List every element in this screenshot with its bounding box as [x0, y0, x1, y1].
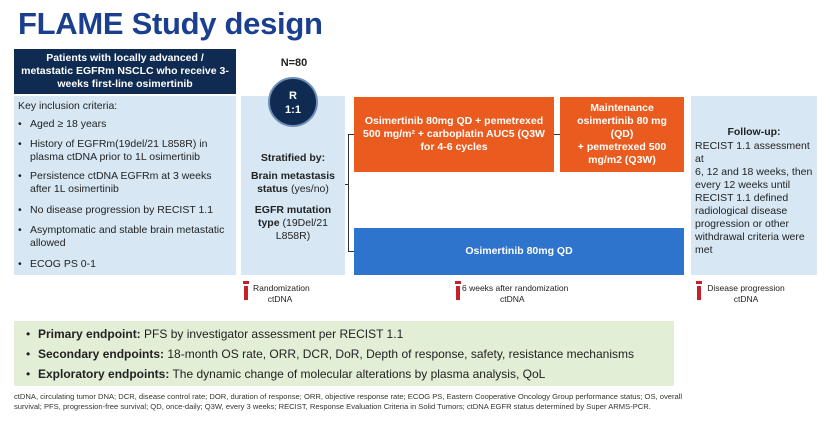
branch-vertical	[348, 134, 349, 252]
marker-progression: Disease progression ctDNA	[706, 283, 786, 305]
bullet: •	[18, 138, 22, 150]
followup-box: Follow-up: RECIST 1.1 assessment at 6, 1…	[691, 96, 817, 275]
criterion-item: • Aged ≥ 18 years	[18, 118, 106, 131]
strat-egfr-rest: (19Del/21	[279, 217, 329, 229]
followup-line: withdrawal criteria were met	[695, 231, 805, 256]
criterion-text: after 1L osimertinib	[30, 183, 119, 195]
bullet: •	[18, 118, 22, 130]
followup-line: 6, 12 and 18 weeks, then	[695, 166, 813, 178]
endpoint-text: The dynamic change of molecular alterati…	[169, 367, 546, 381]
endpoint-item: • Exploratory endpoints: The dynamic cha…	[26, 366, 545, 382]
criterion-text: ECOG PS 0-1	[30, 258, 96, 270]
criterion-item: • Asymptomatic and stable brain metastat…	[18, 224, 224, 250]
branch-stem	[345, 184, 349, 185]
followup-line: RECIST 1.1 assessment at	[695, 140, 810, 165]
endpoint-label: Secondary endpoints:	[38, 347, 165, 361]
marker-bottom: ctDNA	[733, 294, 759, 304]
criterion-text: plasma ctDNA prior to 1L osimertinib	[30, 151, 201, 163]
endpoint-item: • Secondary endpoints: 18-month OS rate,…	[26, 346, 634, 362]
patients-header: Patients with locally advanced / metasta…	[14, 49, 236, 94]
endpoint-text: PFS by investigator assessment per RECIS…	[140, 327, 404, 341]
bullet: •	[26, 347, 31, 361]
branch-bottom	[348, 251, 354, 252]
strat-brain-bold: Brain metastasis	[250, 170, 336, 182]
followup-line: progression or other	[695, 218, 789, 230]
criterion-item: • Persistence ctDNA EGFRm at 3 weeks aft…	[18, 170, 211, 196]
maintenance-line: Maintenance	[590, 102, 654, 114]
endpoint-label: Exploratory endpoints:	[38, 367, 170, 381]
bullet: •	[18, 224, 22, 236]
randomization-circle: R 1:1	[268, 77, 318, 127]
randomization-ratio: 1:1	[285, 104, 301, 116]
endpoints-box: • Primary endpoint: PFS by investigator …	[14, 321, 674, 386]
marker-randomization: Randomization ctDNA	[253, 283, 310, 305]
marker-bottom: ctDNA	[267, 294, 293, 304]
criterion-item: • History of EGFRm(19del/21 L858R) in pl…	[18, 138, 207, 164]
sample-size-label: N=80	[280, 57, 308, 69]
endpoint-label: Primary endpoint:	[38, 327, 141, 341]
bullet: •	[18, 170, 22, 182]
ctdna-marker-icon	[455, 281, 461, 300]
bullet: •	[26, 367, 31, 381]
combo-line: 500 mg/m² + carboplatin AUC5 (Q3W	[363, 128, 545, 140]
criterion-text: Asymptomatic and stable brain metastatic	[30, 224, 225, 236]
abbreviations-footnote: ctDNA, circulating tumor DNA; DCR, disea…	[14, 392, 814, 412]
marker-top: Disease progression	[707, 283, 785, 293]
maintenance-line: mg/m2 (Q3W)	[588, 154, 656, 166]
inclusion-heading: Key inclusion criteria:	[18, 100, 118, 112]
strat-egfr-bold: EGFR mutation	[254, 204, 332, 216]
strat-heading: Stratified by:	[260, 152, 326, 164]
footnote-line: survival; PFS, progression-free survival…	[14, 402, 651, 411]
combo-line: Osimertinib 80mg QD + pemetrexed	[364, 115, 544, 127]
patients-line: metastatic EGFRm NSCLC who receive 3-	[21, 65, 229, 77]
maintenance-line: + pemetrexed 500	[577, 141, 667, 153]
combo-line: for 4-6 cycles	[420, 141, 488, 153]
strat-egfr: EGFR mutation type (19Del/21 L858R)	[243, 204, 343, 243]
patients-line: Patients with locally advanced /	[46, 52, 204, 64]
ctdna-marker-icon	[696, 281, 702, 300]
endpoint-item: • Primary endpoint: PFS by investigator …	[26, 326, 403, 342]
criterion-item: • No disease progression by RECIST 1.1	[18, 204, 213, 217]
criterion-text: Persistence ctDNA EGFRm at 3 weeks	[30, 170, 212, 182]
ctdna-marker-icon	[243, 281, 249, 300]
slide-title: FLAME Study design	[18, 6, 323, 41]
inclusion-criteria-box: Key inclusion criteria: • Aged ≥ 18 year…	[14, 96, 236, 275]
marker-top: Randomization	[253, 283, 310, 293]
marker-top: 6 weeks after randomization	[462, 283, 569, 293]
maintenance-line: (QD)	[610, 128, 634, 140]
followup-line: RECIST 1.1 defined	[695, 192, 789, 204]
randomization-r: R	[289, 90, 297, 102]
branch-top	[348, 134, 354, 135]
strat-egfr-rest: L858R)	[275, 230, 311, 242]
followup-line: every 12 weeks until	[695, 179, 791, 191]
bullet: •	[18, 204, 22, 216]
maintenance-line: osimertinib 80 mg	[577, 115, 667, 127]
maintenance-arm: Maintenance osimertinib 80 mg (QD) + pem…	[560, 97, 684, 172]
bullet: •	[26, 327, 31, 341]
criterion-text: Aged ≥ 18 years	[30, 118, 107, 130]
patients-line: weeks first-line osimertinib	[57, 78, 193, 90]
strat-egfr-bold: type	[257, 217, 280, 229]
arm-link	[554, 134, 560, 135]
criterion-item: • ECOG PS 0-1	[18, 258, 96, 271]
criterion-text: History of EGFRm(19del/21 L858R) in	[30, 138, 208, 150]
marker-bottom: ctDNA	[500, 294, 525, 304]
criterion-text: allowed	[30, 237, 66, 249]
footnote-line: ctDNA, circulating tumor DNA; DCR, disea…	[14, 392, 683, 401]
followup-line: radiological disease	[695, 205, 788, 217]
monotherapy-arm: Osimertinib 80mg QD	[354, 228, 684, 275]
bullet: •	[18, 258, 22, 270]
combination-arm: Osimertinib 80mg QD + pemetrexed 500 mg/…	[354, 97, 554, 172]
strat-brain-bold: status	[257, 183, 289, 195]
followup-heading: Follow-up:	[727, 126, 781, 138]
endpoint-text: 18-month OS rate, ORR, DCR, DoR, Depth o…	[164, 347, 634, 361]
criterion-text: No disease progression by RECIST 1.1	[30, 204, 214, 216]
marker-6-weeks: 6 weeks after randomization ctDNA	[462, 283, 568, 305]
followup-body: RECIST 1.1 assessment at 6, 12 and 18 we…	[695, 140, 817, 257]
strat-brain: Brain metastasis status (yes/no)	[243, 170, 343, 196]
strat-brain-rest: (yes/no)	[288, 183, 329, 195]
